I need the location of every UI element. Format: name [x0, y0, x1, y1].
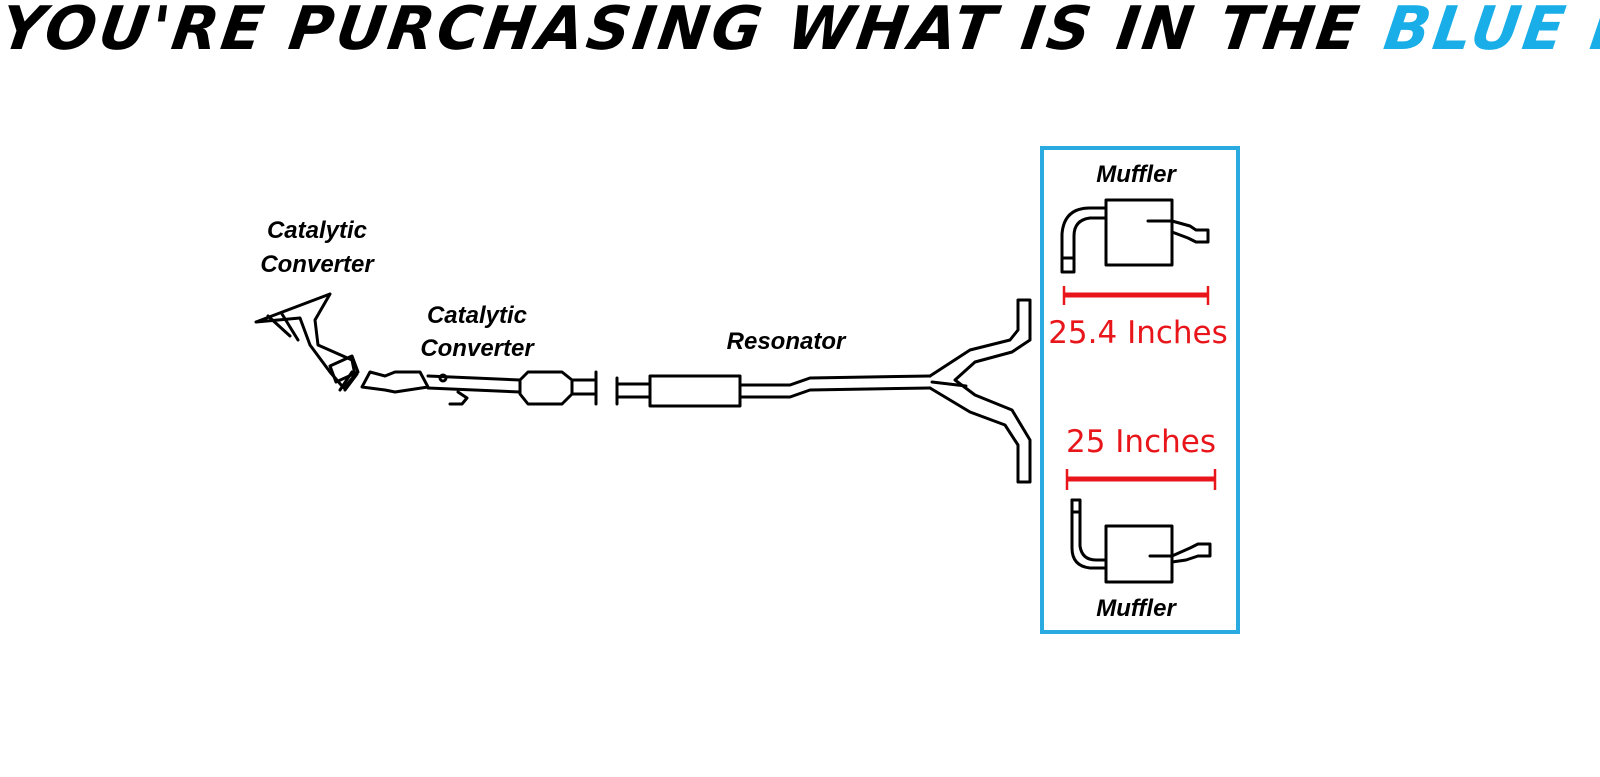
dimension-top: 25.4 Inches [1048, 286, 1228, 351]
resonator-label: Resonator [727, 328, 847, 355]
dimension-top-label: 25.4 Inches [1048, 315, 1228, 351]
resonator [648, 374, 742, 408]
muffler-top [1060, 198, 1210, 274]
muffler-bottom-label: Muffler [1096, 595, 1177, 622]
manifold-catalytic-converter [254, 292, 360, 392]
cat1-label-line2: Converter [260, 251, 375, 278]
catalytic-converter-pipe [360, 370, 598, 406]
muffler-top-label: Muffler [1096, 161, 1177, 188]
dimension-bottom-label: 25 Inches [1066, 424, 1216, 460]
purchase-box [1040, 146, 1240, 634]
cat1-label-line1: Catalytic [267, 217, 367, 244]
cat2-label-line1: Catalytic [427, 302, 527, 329]
muffler-bottom [1070, 498, 1212, 584]
resonator-pipe [615, 298, 1032, 484]
cat2-label-line2: Converter [420, 335, 535, 362]
dimension-bottom: 25 Inches [1065, 424, 1217, 490]
